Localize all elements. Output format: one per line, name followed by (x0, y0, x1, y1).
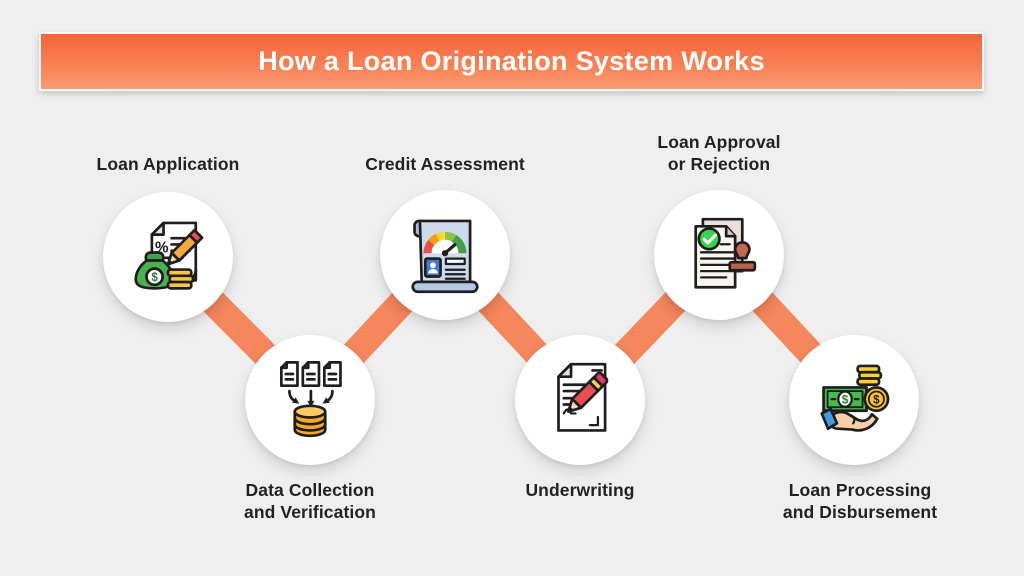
dollar-glyph: $ (842, 394, 849, 407)
step-circle-underwriting (515, 335, 645, 465)
step-circle-loan-processing: $ $ (789, 335, 919, 465)
step-circle-loan-application: % $ (103, 192, 233, 322)
step-label-loan-processing: Loan Processing and Disbursement (782, 480, 938, 522)
percent-glyph: % (155, 240, 169, 257)
loan-processing-icon: $ $ (820, 364, 890, 432)
title-banner: How a Loan Origination System Works (39, 32, 984, 91)
step-label-loan-approval: Loan Approval or Rejection (657, 132, 781, 174)
step-label-data-collection: Data Collection and Verification (244, 480, 376, 522)
step-label-credit-assessment: Credit Assessment (365, 154, 525, 174)
dollar-glyph: $ (873, 394, 880, 407)
step-label-loan-application: Loan Application (96, 154, 240, 174)
loan-approval-icon (694, 217, 757, 289)
step-label-underwriting: Underwriting (525, 480, 635, 500)
step-circle-credit-assessment (380, 190, 510, 320)
page-title: How a Loan Origination System Works (258, 46, 765, 76)
underwriting-icon (557, 362, 609, 432)
data-collection-icon (279, 361, 342, 438)
credit-assessment-icon (411, 219, 479, 294)
dollar-glyph: $ (151, 271, 158, 284)
step-circle-data-collection (245, 335, 375, 465)
step-circle-loan-approval (654, 190, 784, 320)
loan-application-icon: % $ (134, 221, 204, 290)
